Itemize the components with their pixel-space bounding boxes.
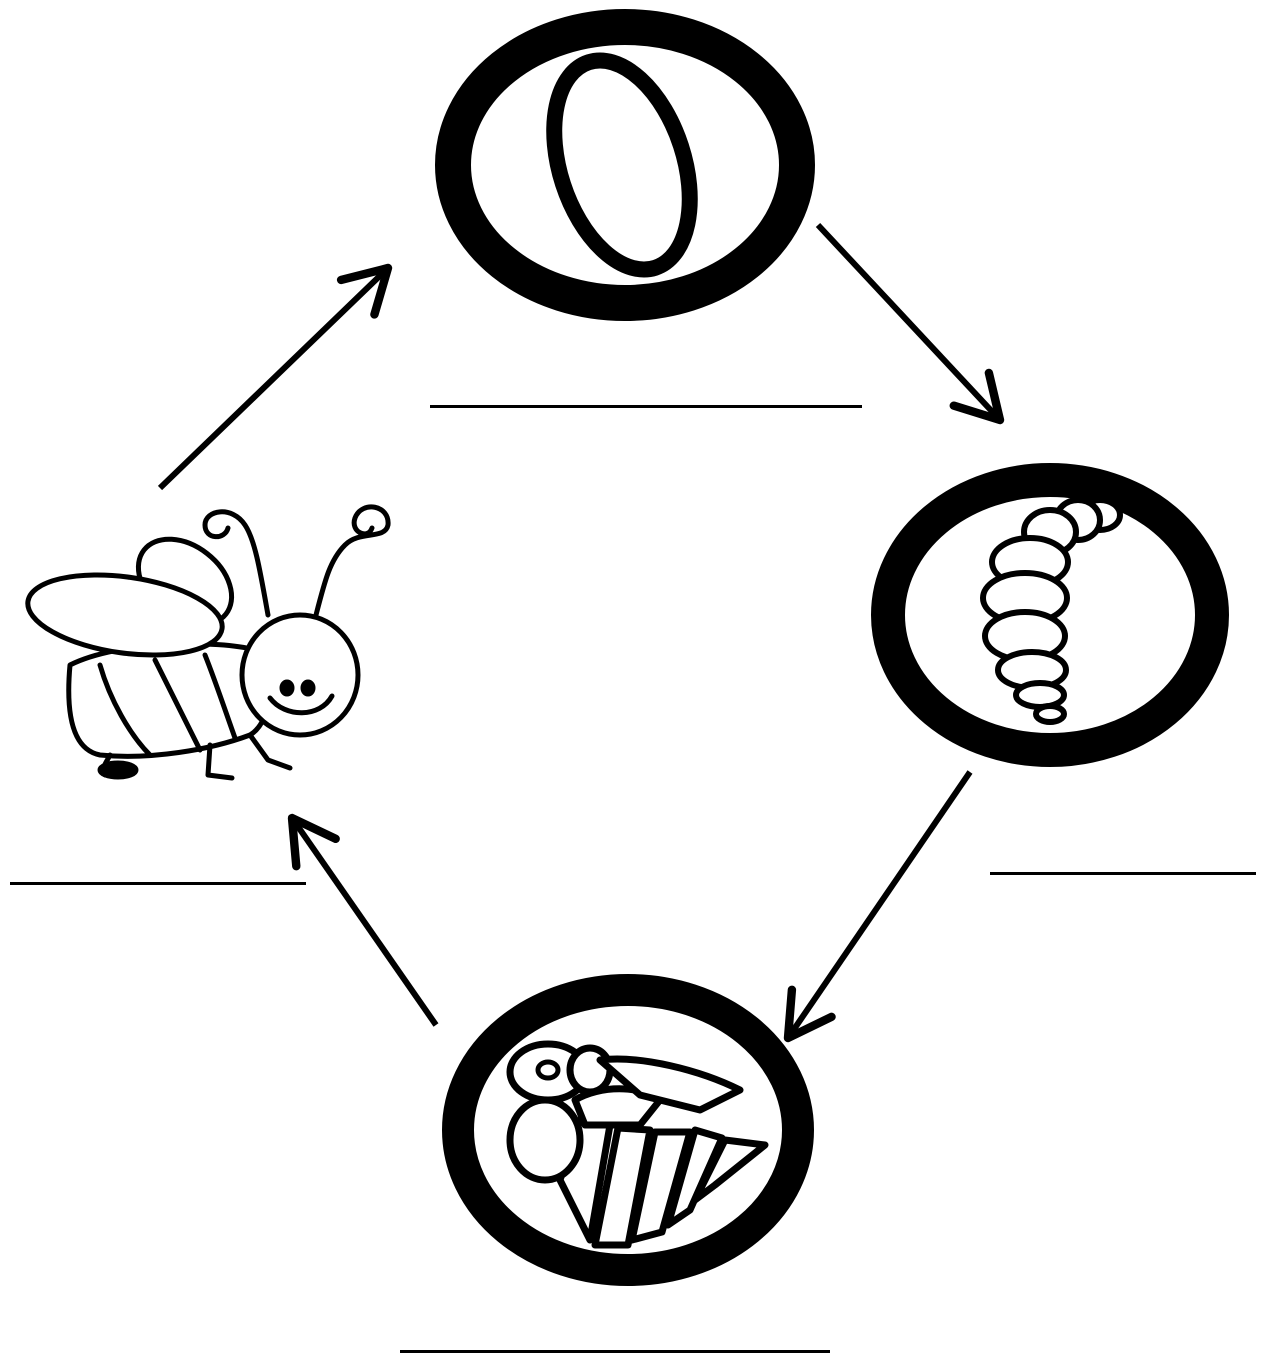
arrow-egg-to-larva xyxy=(818,225,1000,420)
arrow-adult-to-egg xyxy=(160,268,388,488)
bee-icon xyxy=(23,507,388,778)
egg-answer-line[interactable] xyxy=(430,405,862,408)
larva-stage xyxy=(888,480,1212,750)
egg-stage xyxy=(453,27,797,303)
adult-stage xyxy=(23,507,388,778)
arrow-larva-to-pupa xyxy=(788,772,970,1038)
pupa-stage xyxy=(458,990,798,1270)
adult-answer-line[interactable] xyxy=(10,882,306,885)
pupa-icon xyxy=(458,990,798,1270)
larva-icon xyxy=(888,480,1212,750)
arrow-pupa-to-adult xyxy=(292,818,436,1025)
larva-answer-line[interactable] xyxy=(990,872,1256,875)
pupa-answer-line[interactable] xyxy=(400,1350,830,1353)
egg-icon xyxy=(453,27,797,303)
